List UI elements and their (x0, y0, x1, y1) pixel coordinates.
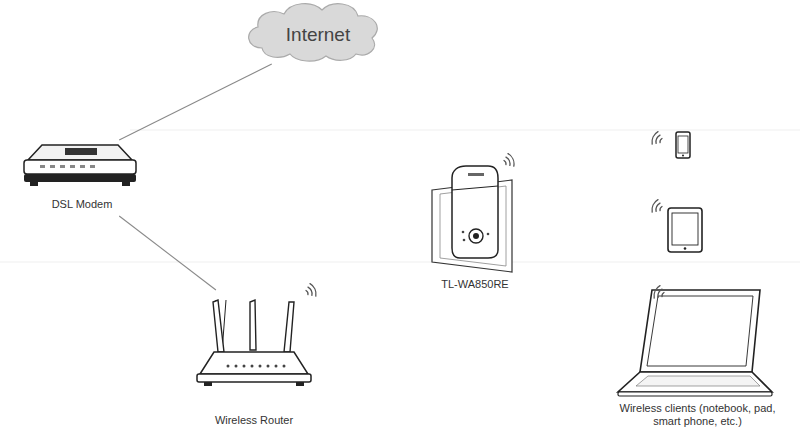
tablet-icon (668, 208, 702, 252)
laptop-icon (618, 290, 772, 396)
network-cable (119, 64, 272, 140)
network-cable (119, 216, 216, 290)
extender-node: TL-WA850RE (420, 160, 530, 294)
device-label: Wireless Router (186, 414, 322, 427)
extender-icon (432, 166, 512, 272)
modem-node: DSL Modem (20, 140, 144, 216)
cloud-label: Internet (250, 24, 386, 46)
modem-icon (24, 145, 136, 186)
device-label: TL-WA850RE (420, 278, 530, 291)
device-label: DSL Modem (20, 198, 144, 211)
router-icon (197, 300, 311, 386)
device-label: Wireless clients (notebook, pad, smart p… (613, 402, 783, 428)
clients-node: Wireless clients (notebook, pad, smart p… (600, 120, 795, 432)
phone-icon (676, 132, 690, 158)
cloud-node: Internet (250, 2, 386, 64)
router-node: Wireless Router (186, 290, 322, 430)
